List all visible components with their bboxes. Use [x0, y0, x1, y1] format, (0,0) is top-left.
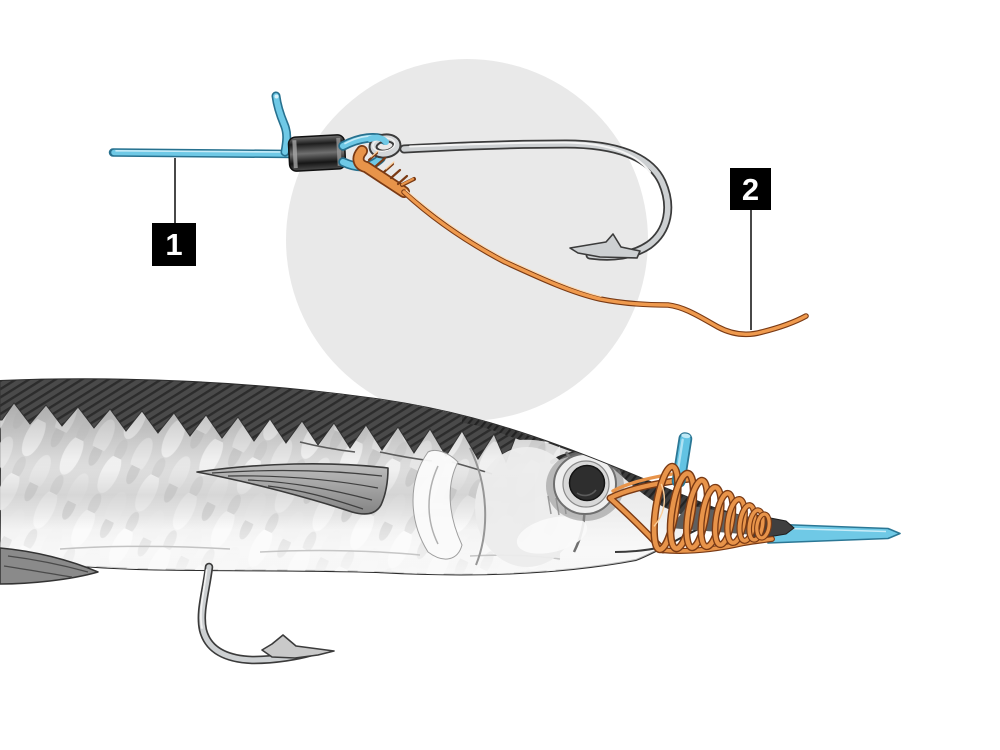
- callout-2-badge: 2: [730, 168, 771, 210]
- main-leader-line: [108, 148, 297, 159]
- fish-eye-pupil: [568, 464, 606, 502]
- head-cap: [462, 414, 757, 536]
- hook-point: [569, 233, 641, 259]
- bill-rig: [606, 432, 901, 554]
- callout-2-label: 2: [741, 171, 760, 207]
- copper-wire-tail: [401, 189, 809, 338]
- belly-hook-point: [261, 634, 335, 659]
- leader-tag-end: [271, 91, 292, 157]
- pelvic-fin: [0, 547, 99, 585]
- pectoral-fin: [196, 463, 389, 515]
- callout-lines: [174, 158, 752, 330]
- top-rig-detail: [108, 91, 809, 338]
- haywire-twist: [352, 145, 416, 198]
- fish-eye: [546, 451, 624, 521]
- crimp-sleeve: [287, 134, 347, 172]
- bait-fish: [0, 378, 901, 665]
- fishing-hook: [399, 139, 673, 261]
- belly-hook: [197, 562, 335, 665]
- bill-wire-wraps: [650, 462, 772, 554]
- callout-1-label: 1: [165, 227, 183, 262]
- callout-1-badge: 1: [152, 223, 196, 266]
- leader-loop-over-ring: [367, 134, 389, 145]
